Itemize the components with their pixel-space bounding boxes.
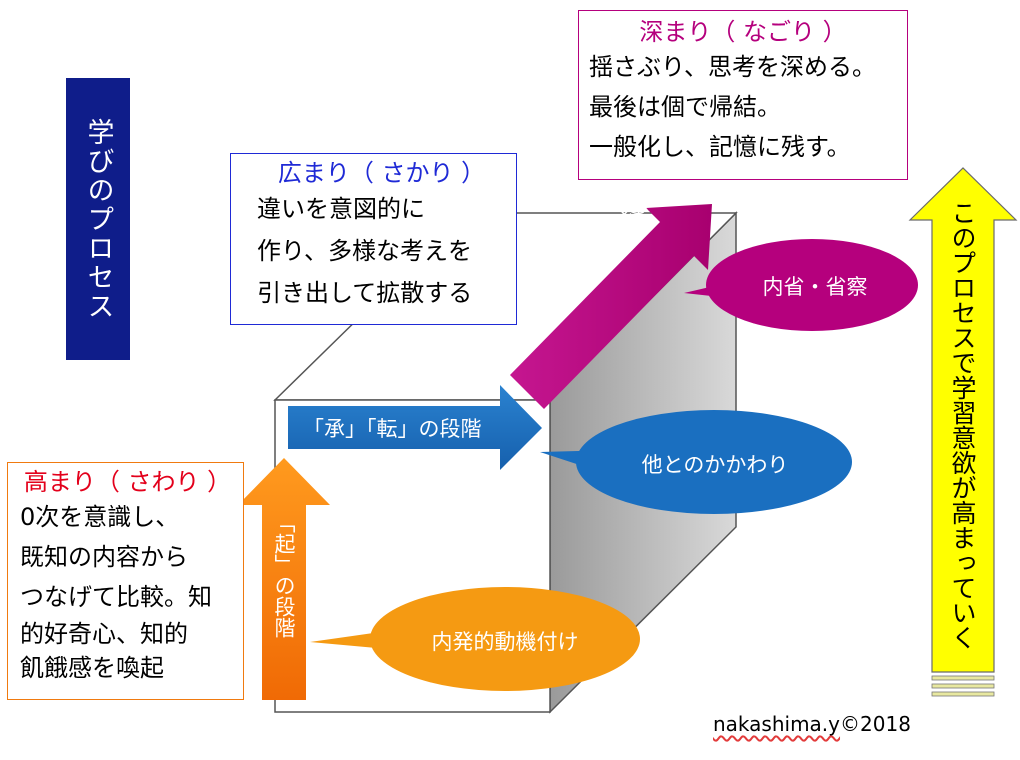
rising-line-5: 飢餓感を喚起 [20,654,164,682]
rising-line-1: 0次を意識し、 [20,503,180,531]
spreading-box: 広まり（ さかり ） 違いを意図的に 作り、多様な考えを 引き出して拡散する [230,153,517,325]
ki-stage-label: 「起」の段階 [272,512,296,638]
intrinsic-bubble-label: 内発的動機付け [431,630,579,654]
credit-name: nakashima.y [713,712,841,736]
spreading-line-2: 作り、多様な考えを [257,237,473,265]
motivation-arrow-label: このプロセスで学習意欲が高まっていく [948,200,977,650]
title-panel: 学びのプロセス [66,78,130,360]
spreading-line-1: 違いを意図的に [257,195,425,223]
deepening-line-1: 揺さぶり、思考を深める。 [589,53,877,81]
rising-line-2: 既知の内容から [20,543,188,571]
reflection-bubble-label: 内省・省察 [762,275,868,299]
rising-heading: 高まり（ さわり ） [23,468,232,496]
sho-ten-stage-arrow [288,385,542,470]
sho-ten-stage-label: 「承」「転」の段階 [303,417,482,441]
rising-box: 高まり（ さわり ） 0次を意識し、 既知の内容から つなげて比較。知 的好奇心… [7,462,244,700]
spreading-heading: 広まり（ さかり ） [277,159,486,187]
page-title: 学びのプロセス [82,117,114,321]
ki-stage-arrow [238,458,330,700]
deepening-line-2: 最後は個で帰結。 [589,93,781,121]
deepening-heading: 深まり（ なごり ） [639,18,847,46]
others-bubble-label: 他とのかかわり [641,453,789,477]
others-bubble [576,410,852,514]
ten-ketsu-stage-arrow [510,204,712,409]
rising-line-4: 的好奇心、知的 [20,620,188,648]
rising-line-3: つなげて比較。知 [20,583,212,611]
reflection-bubble [706,239,918,331]
deepening-line-3: 一般化し、記憶に残す。 [589,133,851,161]
credit: nakashima.y©2018 [713,712,911,736]
credit-year: ©2018 [840,712,911,736]
motivation-arrow [908,167,1018,697]
intrinsic-bubble [370,587,640,691]
deepening-box: 深まり（ なごり ） 揺さぶり、思考を深める。 最後は個で帰結。 一般化し、記憶… [578,10,908,180]
spreading-line-3: 引き出して拡散する [257,279,473,307]
